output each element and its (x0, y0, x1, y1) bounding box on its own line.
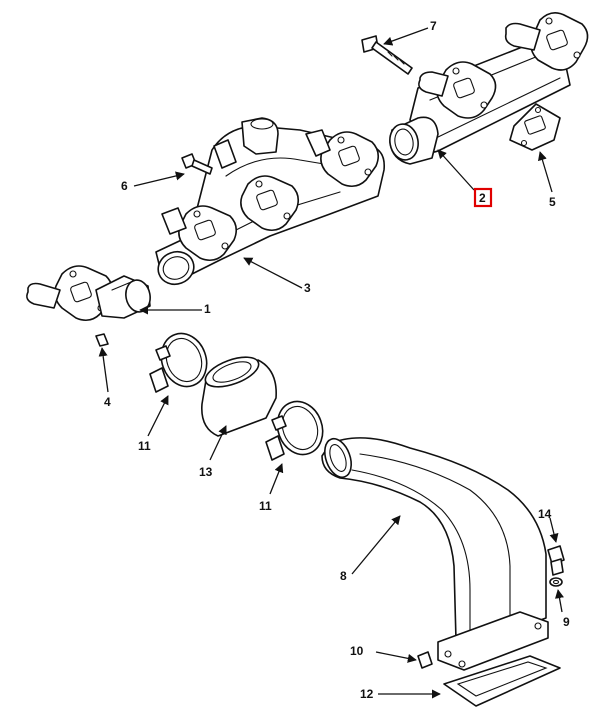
callout-labels: 7 6 2 5 3 1 4 11 13 11 14 8 9 10 12 (104, 19, 570, 701)
exhaust-manifold-center-section (155, 117, 386, 286)
callout-8: 8 (340, 569, 347, 583)
sleeve-part-2 (389, 116, 439, 165)
callout-11-lower: 11 (259, 499, 272, 513)
bolt-part-7 (361, 35, 413, 75)
plug-part-4 (95, 333, 109, 347)
clamp-part-11-upper (149, 332, 208, 393)
callout-12: 12 (360, 687, 374, 701)
callout-13: 13 (199, 465, 213, 479)
callout-14: 14 (538, 507, 552, 521)
callout-5: 5 (549, 195, 556, 209)
clamp-part-11-lower (265, 400, 324, 461)
bolt-part-14 (547, 545, 565, 576)
gasket-part-5 (509, 103, 561, 151)
exhaust-elbow-part-8 (321, 437, 549, 671)
callout-1: 1 (204, 302, 211, 316)
exhaust-manifold-front-section (26, 265, 151, 322)
callout-7: 7 (430, 19, 437, 33)
callout-10: 10 (350, 644, 364, 658)
callout-9: 9 (563, 615, 570, 629)
screw-part-10 (417, 651, 433, 669)
gasket-part-12 (443, 655, 561, 707)
callout-3: 3 (304, 281, 311, 295)
callout-2: 2 (479, 191, 486, 205)
callout-4: 4 (104, 395, 111, 409)
screw-part-6 (181, 153, 213, 175)
callout-2-highlight-box (473, 187, 493, 208)
leader-lines (98, 27, 564, 699)
bellows-part-13 (201, 356, 277, 437)
washer-part-9 (549, 577, 563, 587)
exhaust-manifold-rear-section (409, 12, 589, 154)
callout-6: 6 (121, 179, 128, 193)
callout-11-upper: 11 (138, 439, 151, 453)
